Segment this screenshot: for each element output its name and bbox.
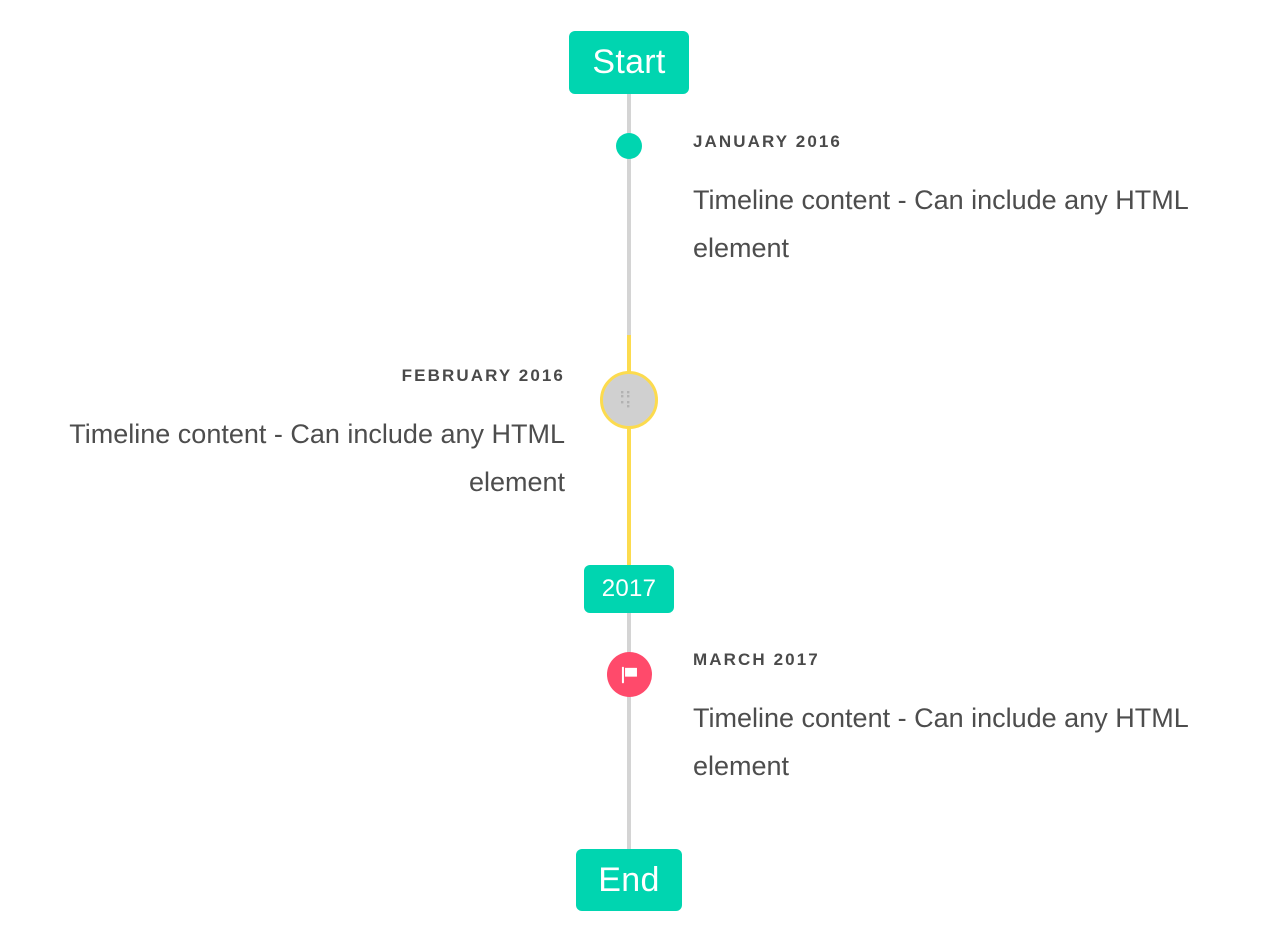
timeline-entry-body: Timeline content - Can include any HTML …: [693, 184, 1188, 263]
timeline-entry-body: Timeline content - Can include any HTML …: [693, 702, 1188, 781]
timeline-end-badge[interactable]: End: [576, 849, 682, 911]
dot-icon[interactable]: [616, 133, 642, 159]
broken-image-glyph: [621, 391, 630, 408]
timeline-entry-january: JANUARY 2016 Timeline content - Can incl…: [693, 132, 1223, 272]
timeline-start-badge[interactable]: Start: [569, 31, 689, 94]
broken-image-icon[interactable]: [600, 371, 658, 429]
flag-icon[interactable]: [607, 652, 652, 697]
timeline-year-badge[interactable]: 2017: [584, 565, 674, 613]
timeline-entry-date: JANUARY 2016: [693, 132, 842, 151]
timeline-entry-body: Timeline content - Can include any HTML …: [69, 418, 565, 497]
timeline-entry-date: FEBRUARY 2016: [401, 366, 565, 385]
flag-glyph: [621, 666, 637, 683]
timeline-axis-lower: [627, 613, 631, 849]
timeline-entry-february: FEBRUARY 2016 Timeline content - Can inc…: [35, 366, 565, 506]
timeline-axis-upper: [627, 94, 631, 335]
timeline-axis-highlighted: [627, 335, 631, 565]
timeline-entry-date: MARCH 2017: [693, 650, 820, 669]
timeline-entry-march: MARCH 2017 Timeline content - Can includ…: [693, 650, 1223, 790]
